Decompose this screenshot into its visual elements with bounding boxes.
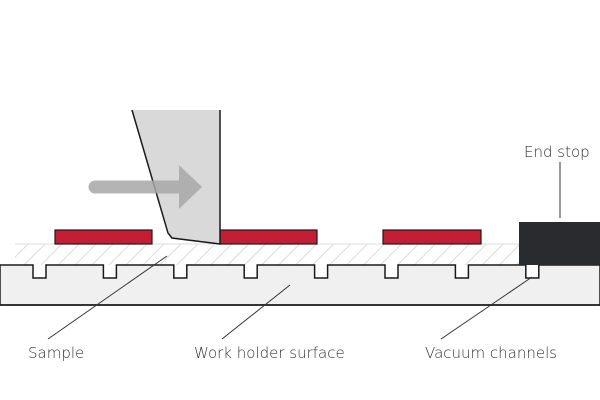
work-holder-body xyxy=(0,264,600,306)
leader-work-holder-surface xyxy=(221,284,291,340)
leader-sample xyxy=(47,255,168,340)
sample-3 xyxy=(382,229,482,245)
sample-2 xyxy=(219,229,318,245)
label-work-holder-surface: Work holder surface xyxy=(194,344,345,362)
sample-1 xyxy=(54,229,153,245)
label-end-stop: End stop xyxy=(524,143,590,161)
blade xyxy=(132,110,220,244)
end-stop xyxy=(519,222,600,265)
label-sample: Sample xyxy=(28,344,84,362)
hatched-layer xyxy=(15,244,520,265)
label-vacuum-channels: Vacuum channels xyxy=(425,344,557,362)
direction-arrow-icon xyxy=(88,165,202,209)
leader-vacuum-channels xyxy=(440,276,533,340)
